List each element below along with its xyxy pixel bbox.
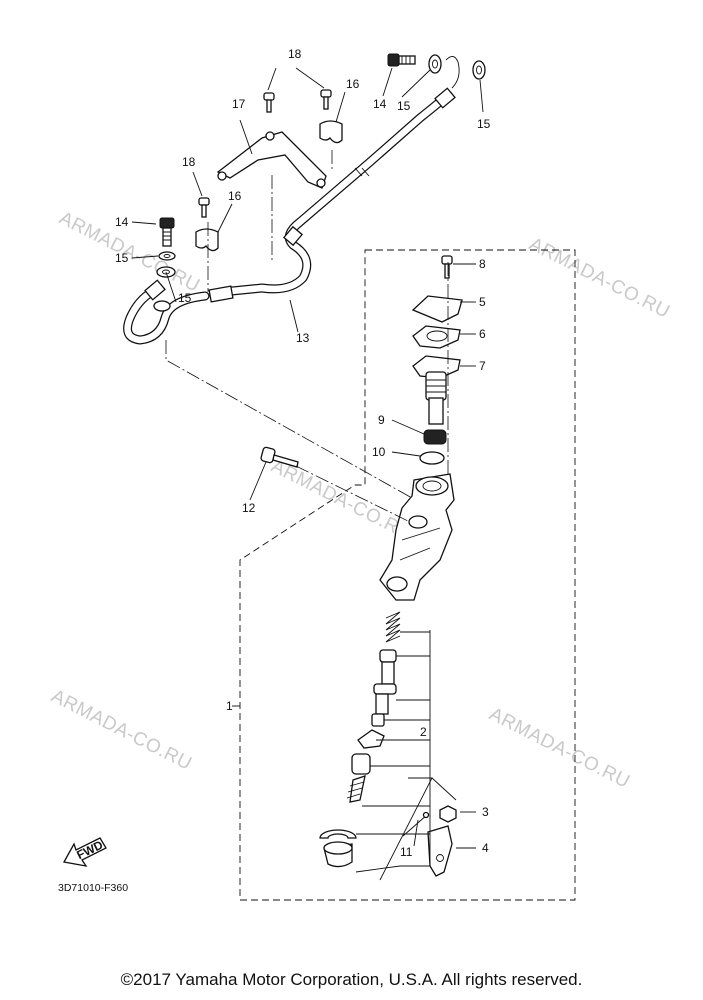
watermark: ARMADA-CO.RU xyxy=(486,704,634,793)
callout-number: 15 xyxy=(477,117,491,131)
watermark: ARMADA-CO.RU xyxy=(268,456,416,545)
watermark: ARMADA-CO.RU xyxy=(526,234,674,323)
bracket xyxy=(216,131,327,189)
callout-number: 12 xyxy=(242,501,256,515)
callout-number: 10 xyxy=(372,445,386,459)
callouts: 1 2 3 4 5 6 7 8 9 10 11 12 13 14 14 15 1… xyxy=(115,47,491,859)
copyright-notice: ©2017 Yamaha Motor Corporation, U.S.A. A… xyxy=(120,970,583,989)
callout-number: 15 xyxy=(115,251,129,265)
callout-number: 2 xyxy=(420,725,427,739)
callout-number: 6 xyxy=(479,327,486,341)
watermark: ARMADA-CO.RU xyxy=(48,686,196,775)
piston-kit xyxy=(319,611,401,868)
callout-number: 9 xyxy=(378,413,385,427)
callout-number: 18 xyxy=(288,47,302,61)
copper-washer xyxy=(156,54,486,278)
callout-number: 16 xyxy=(346,77,360,91)
callout-number: 11 xyxy=(400,845,413,859)
brake-hose xyxy=(123,56,460,345)
callout-number: 8 xyxy=(479,257,486,271)
bolt xyxy=(198,89,332,218)
callout-number: 15 xyxy=(178,291,192,305)
callout-number: 17 xyxy=(232,97,246,111)
callout-number: 1 xyxy=(226,699,233,713)
callout-number: 15 xyxy=(397,99,411,113)
master-cylinder-body xyxy=(379,473,455,601)
clevis-parts xyxy=(402,805,457,877)
callout-number: 5 xyxy=(479,295,486,309)
forward-direction-icon: FWD xyxy=(62,837,107,867)
watermark: ARMADA-CO.RU xyxy=(56,208,204,297)
drawing-code: 3D71010-F360 xyxy=(58,882,129,894)
leader-lines xyxy=(131,67,484,881)
callout-number: 4 xyxy=(482,841,489,855)
callout-number: 13 xyxy=(296,331,310,345)
union-bolt xyxy=(159,53,416,247)
callout-number: 3 xyxy=(482,805,489,819)
callout-number: 14 xyxy=(373,97,387,111)
callout-number: 14 xyxy=(115,215,129,229)
hose-clamp xyxy=(319,120,343,144)
callout-number: 16 xyxy=(228,189,242,203)
callout-number: 7 xyxy=(479,359,486,373)
callout-number: 18 xyxy=(182,155,196,169)
assembly-outline xyxy=(239,249,576,901)
hose-clamp xyxy=(195,228,219,252)
mounting-bolt xyxy=(260,446,299,468)
